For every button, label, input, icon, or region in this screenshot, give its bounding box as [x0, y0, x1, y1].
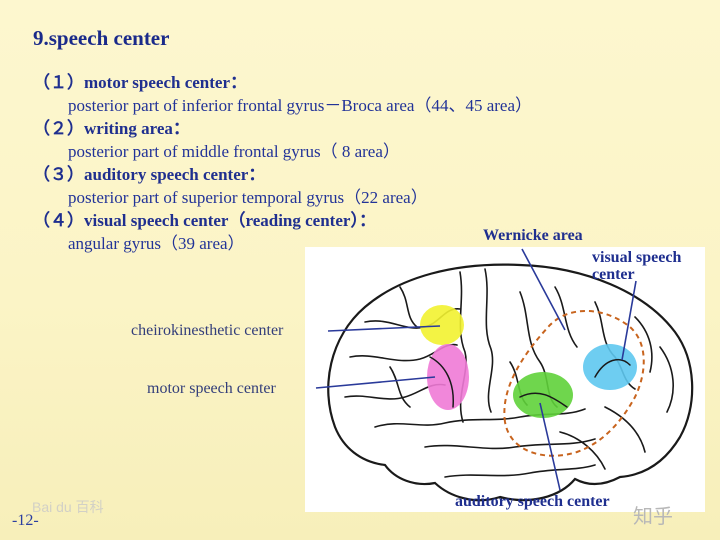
auditory-speech-region	[513, 372, 573, 418]
item-4-heading: （４）visual speech center（reading center）：	[33, 211, 376, 230]
wernicke-outline	[503, 310, 645, 457]
wernicke-label: Wernicke area	[483, 227, 583, 244]
visual-speech-label-line1: visual speech	[592, 249, 682, 266]
item-1-heading: （１）motor speech center：	[33, 73, 248, 92]
cheirokinesthetic-label: cheirokinesthetic center	[131, 322, 284, 339]
item-3-detail: posterior part of superior temporal gyru…	[68, 188, 428, 207]
motor-speech-label: motor speech center	[147, 380, 276, 397]
item-4-detail: angular gyrus（39 area）	[68, 234, 245, 253]
auditory-speech-label: auditory speech center	[455, 493, 610, 510]
writing-area-region	[420, 305, 464, 345]
item-3-heading: （３）auditory speech center：	[33, 165, 266, 184]
item-1-detail: posterior part of inferior frontal gyrus…	[68, 96, 533, 115]
item-2-heading: （２）writing area：	[33, 119, 190, 138]
brain-illustration	[327, 263, 694, 502]
item-2-detail: posterior part of middle frontal gyrus（ …	[68, 142, 400, 161]
visual-speech-label-line2: center	[592, 266, 635, 283]
slide-title: 9.speech center	[33, 26, 170, 50]
page-number: -12-	[12, 512, 39, 529]
watermark-right: 知乎	[633, 504, 673, 528]
watermark-left: Bai du 百科	[32, 499, 104, 515]
visual-speech-region	[583, 344, 637, 390]
